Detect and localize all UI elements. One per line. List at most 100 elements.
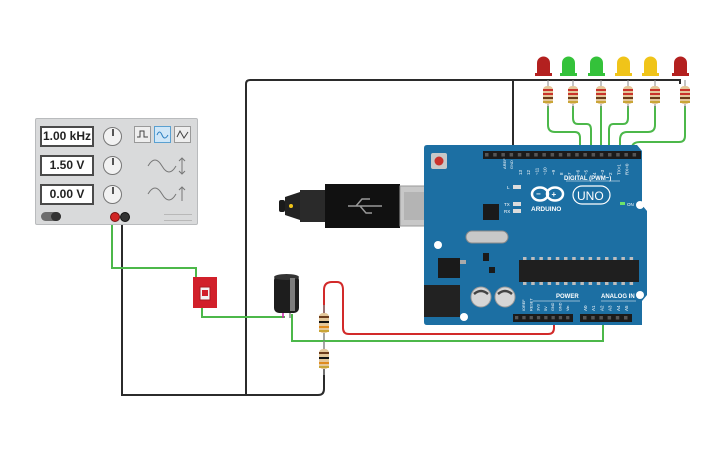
atmega-chip [519,260,639,282]
wire-switch-to-cap [201,306,285,318]
led-resistor-1 [543,80,553,108]
power-label: POWER [556,294,579,300]
led-resistor-5 [650,80,660,108]
svg-text:−: − [536,190,541,199]
power-header [513,314,573,322]
l-label: L [507,185,510,190]
wire-led5 [619,106,656,155]
led-resistor-4 [623,80,633,108]
gnd-label: GND [509,160,514,169]
wire-5v-red[interactable] [323,281,555,335]
black-wires[interactable] [121,79,681,396]
crystal [465,230,509,244]
led-resistor-2 [568,80,578,108]
offset-preview-icon [147,186,186,201]
slide-switch[interactable] [193,277,217,308]
analog-pin-label: A1 [591,305,596,311]
aref-label: AREF [502,158,507,169]
frequency-knob[interactable] [103,127,122,146]
amplitude-preview-icon [147,157,186,175]
leds[interactable] [535,56,689,76]
wire-led1 [547,106,581,155]
analog-pin-label: A2 [599,305,604,311]
svg-text:+: + [552,190,557,199]
wire-gnd-resistor [246,360,325,396]
power-pin-label: IOREF [522,299,526,311]
digital-pin-label: ~10 [543,167,548,175]
arduino-infinity-logo [530,186,565,202]
resistor-r2[interactable] [319,341,329,375]
arduino-brand: ARDUINO [531,206,561,213]
power-jack [424,285,460,317]
square-wave-icon [137,130,148,138]
usb-icon [348,198,382,214]
triangle-wave-button[interactable] [174,126,191,143]
power-toggle[interactable] [41,212,61,221]
capacitor[interactable] [274,274,299,318]
wire-fg-to-switch [111,216,197,278]
triangle-wave-icon [176,129,189,139]
digital-pin-label: 13 [518,169,523,175]
power-pin-label: RESET [529,298,533,311]
frequency-display: 1.00 kHz [40,126,94,147]
function-generator[interactable]: 1.00 kHz 1.50 V 0.00 V [35,118,198,225]
sine-wave-icon [156,131,169,139]
power-pin-label: GND [551,302,555,311]
led-2 [560,56,577,76]
power-pin-label: Vin [566,306,570,311]
digital-pin-label: ~9 [551,169,556,175]
offset-knob[interactable] [103,185,122,204]
analog-pin-label: A4 [616,305,621,311]
digital-pin-label: 4 [592,172,597,175]
offset-display: 0.00 V [40,184,94,205]
wire-gnd-top [512,79,681,84]
wire-cap-to-a0 [291,314,604,342]
digital-pin-label: RX<0 [625,163,630,175]
wire-gnd-loop [121,79,514,396]
resistor-r1[interactable] [319,305,329,340]
output-terminal-negative[interactable] [120,212,130,222]
on-label: ON [627,202,634,207]
output-terminal-positive[interactable] [110,212,120,222]
wire-led4 [608,106,629,155]
led-resistor-6 [680,80,690,108]
digital-pin-label: 7 [567,172,572,175]
analog-pin-label: A0 [583,305,588,311]
wire-led2 [572,106,592,155]
led-6 [672,56,689,76]
digital-pin-label: TX>1 [616,164,621,175]
digital-pin-label: ~6 [575,169,580,175]
analog-pin-label: A5 [624,305,629,311]
led-5 [642,56,659,76]
digital-pin-label: ~11 [534,167,539,175]
green-wires[interactable] [111,106,686,342]
power-pin-label: GND [559,302,563,311]
uno-model: UNO [577,189,604,203]
sine-wave-button[interactable] [154,126,171,143]
brand-mark [164,214,192,221]
amplitude-knob[interactable] [103,156,122,175]
tx-label: TX [504,202,510,207]
power-pin-label: 5V [544,306,548,311]
analog-label: ANALOG IN [601,294,635,300]
usb-plug-mark [289,204,293,208]
led-4 [615,56,632,76]
led-resistors[interactable] [543,80,690,108]
digital-pin-label: 2 [608,172,613,175]
square-wave-button[interactable] [134,126,151,143]
led-1 [535,56,552,76]
digital-pin-label: 8 [559,172,564,175]
analog-pin-label: A3 [608,305,613,311]
analog-header [580,314,632,322]
digital-label: DIGITAL (PWM~) [564,176,611,182]
amplitude-display: 1.50 V [40,155,94,176]
digital-pin-label: 12 [526,169,531,175]
rx-label: RX [504,209,510,214]
digital-pin-label: ~3 [600,169,605,175]
digital-pin-label: ~5 [584,169,589,175]
led-resistor-3 [596,80,606,108]
led-3 [588,56,605,76]
power-pin-label: 3V3 [537,304,541,311]
